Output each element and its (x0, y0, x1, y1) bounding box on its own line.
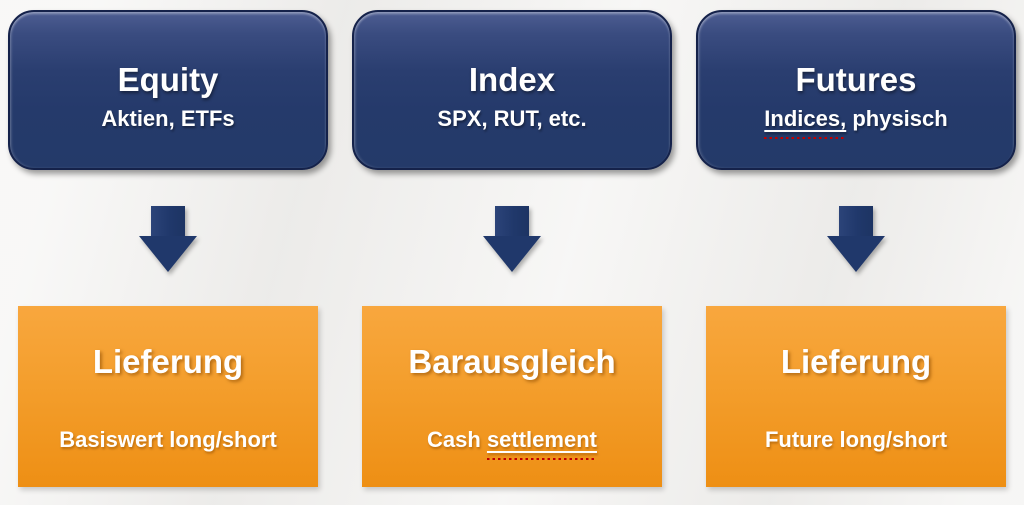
source-box-title: Equity (117, 61, 219, 98)
column-equity: Equity Aktien, ETFs Lieferung Basiswert … (8, 10, 328, 490)
column-index: Index SPX, RUT, etc. Barausgleich Cash s… (352, 10, 672, 490)
source-box-index: Index SPX, RUT, etc. (352, 10, 672, 170)
source-box-subtitle: SPX, RUT, etc. (354, 104, 670, 134)
result-box-subtitle: Cash settlement (362, 426, 662, 460)
subtitle-text: physisch (846, 106, 948, 131)
result-box-title: Lieferung (92, 343, 244, 380)
column-futures: Futures Indices, physisch Lieferung Futu… (696, 10, 1016, 490)
subtitle-text: SPX, RUT, etc. (437, 106, 587, 131)
result-box-title: Lieferung (780, 343, 932, 380)
source-box-futures: Futures Indices, physisch (696, 10, 1016, 170)
subtitle-text: Future long/short (764, 427, 948, 452)
down-arrow-stem (151, 206, 185, 236)
subtitle-marked-text: settlement (486, 427, 597, 460)
result-box-barausgleich: Barausgleich Cash settlement (362, 306, 662, 487)
down-arrow-head (139, 236, 197, 272)
result-box-lieferung-futures: Lieferung Future long/short (706, 306, 1006, 487)
down-arrow (122, 206, 214, 272)
down-arrow-head (827, 236, 885, 272)
down-arrow (810, 206, 902, 272)
down-arrow-head (483, 236, 541, 272)
down-arrow (466, 206, 558, 272)
result-box-lieferung-equity: Lieferung Basiswert long/short (18, 306, 318, 487)
subtitle-text: Basiswert long/short (59, 427, 277, 452)
result-box-subtitle: Future long/short (706, 426, 1006, 454)
source-box-equity: Equity Aktien, ETFs (8, 10, 328, 170)
source-box-title: Futures (795, 61, 917, 98)
source-box-subtitle: Indices, physisch (698, 104, 1014, 139)
result-box-subtitle: Basiswert long/short (18, 426, 318, 454)
subtitle-text: Cash (427, 427, 487, 452)
result-box-title: Barausgleich (408, 343, 616, 380)
subtitle-marked-text: Indices, (764, 106, 847, 139)
down-arrow-stem (839, 206, 873, 236)
down-arrow-stem (495, 206, 529, 236)
source-box-title: Index (468, 61, 556, 98)
subtitle-text: Aktien, ETFs (101, 106, 235, 131)
source-box-subtitle: Aktien, ETFs (10, 104, 326, 134)
